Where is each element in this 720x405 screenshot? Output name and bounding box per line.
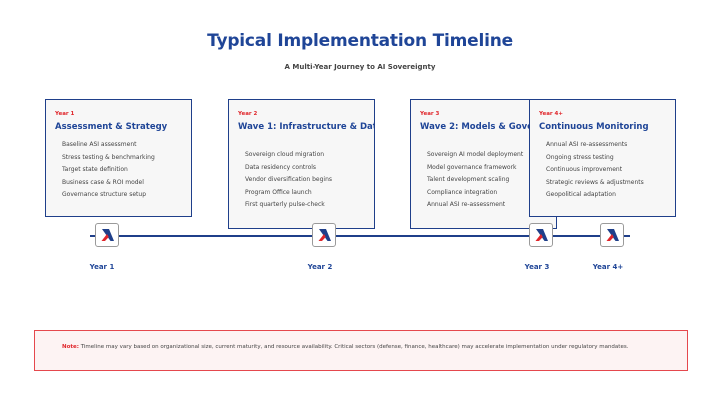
- phase-item: Stress testing & benchmarking: [62, 153, 155, 161]
- phase-year-tag: Year 4+: [539, 111, 563, 117]
- phase-item: Annual ASI re-assessments: [546, 141, 628, 148]
- note-label: Note:: [62, 344, 79, 350]
- phase-card-year-1: Year 1 Assessment & Strategy Baseline AS…: [45, 99, 192, 217]
- phase-item: Talent development scaling: [427, 176, 510, 184]
- timeline-line: [90, 235, 630, 237]
- timeline-label-year-3: Year 3: [524, 263, 550, 271]
- phase-heading: Continuous Monitoring: [539, 122, 649, 132]
- phase-item: Data residency controls: [245, 163, 317, 171]
- phase-year-tag: Year 1: [55, 111, 75, 117]
- phase-item: Ongoing stress testing: [546, 153, 614, 161]
- timeline-label-year-1: Year 1: [89, 263, 115, 271]
- phase-item: Annual ASI re-assessment: [427, 201, 506, 209]
- note-box: Note: Timeline may vary based on organiz…: [34, 330, 688, 371]
- phase-item: Compliance integration: [427, 188, 498, 196]
- phase-item: Model governance framework: [427, 163, 517, 171]
- phase-heading: Wave 2: Models & Governance: [420, 122, 557, 132]
- page-subtitle: A Multi-Year Journey to AI Sovereignty: [284, 63, 436, 71]
- phase-year-tag: Year 2: [238, 111, 258, 117]
- phase-item: Sovereign cloud migration: [245, 151, 325, 158]
- timeline-marker-year-4: [600, 223, 624, 247]
- phase-item: Baseline ASI assessment: [62, 141, 137, 148]
- phase-year-tag: Year 3: [420, 111, 440, 117]
- logo-icon: [606, 229, 619, 241]
- timeline-marker-year-1: [95, 223, 119, 247]
- timeline-marker-year-2: [312, 223, 336, 247]
- phase-item: Vendor diversification begins: [245, 176, 333, 184]
- phase-heading: Wave 1: Infrastructure & Data: [238, 122, 375, 132]
- phase-card-year-2: Year 2 Wave 1: Infrastructure & Data Sov…: [228, 99, 375, 229]
- phase-heading: Assessment & Strategy: [55, 122, 168, 132]
- phase-item: Program Office launch: [245, 188, 312, 196]
- note-text: Timeline may vary based on organizationa…: [78, 344, 629, 350]
- timeline-label-year-4: Year 4+: [592, 263, 624, 271]
- phase-item: Target state definition: [62, 166, 128, 174]
- phase-item: Geopolitical adaptation: [546, 191, 616, 199]
- timeline-marker-year-3: [529, 223, 553, 247]
- phase-item: Strategic reviews & adjustments: [546, 178, 644, 186]
- phase-card-year-4: Year 4+ Continuous Monitoring Annual ASI…: [529, 99, 676, 217]
- phase-item: Governance structure setup: [62, 191, 147, 199]
- timeline-label-year-2: Year 2: [307, 263, 333, 271]
- phase-item: Continuous improvement: [546, 166, 623, 174]
- logo-icon: [535, 229, 548, 241]
- page-title: Typical Implementation Timeline: [207, 31, 513, 51]
- phase-item: Sovereign AI model deployment: [427, 151, 524, 158]
- phase-item: Business case & ROI model: [62, 178, 144, 186]
- logo-icon: [101, 229, 114, 241]
- phase-item: First quarterly pulse-check: [245, 201, 325, 209]
- logo-icon: [318, 229, 331, 241]
